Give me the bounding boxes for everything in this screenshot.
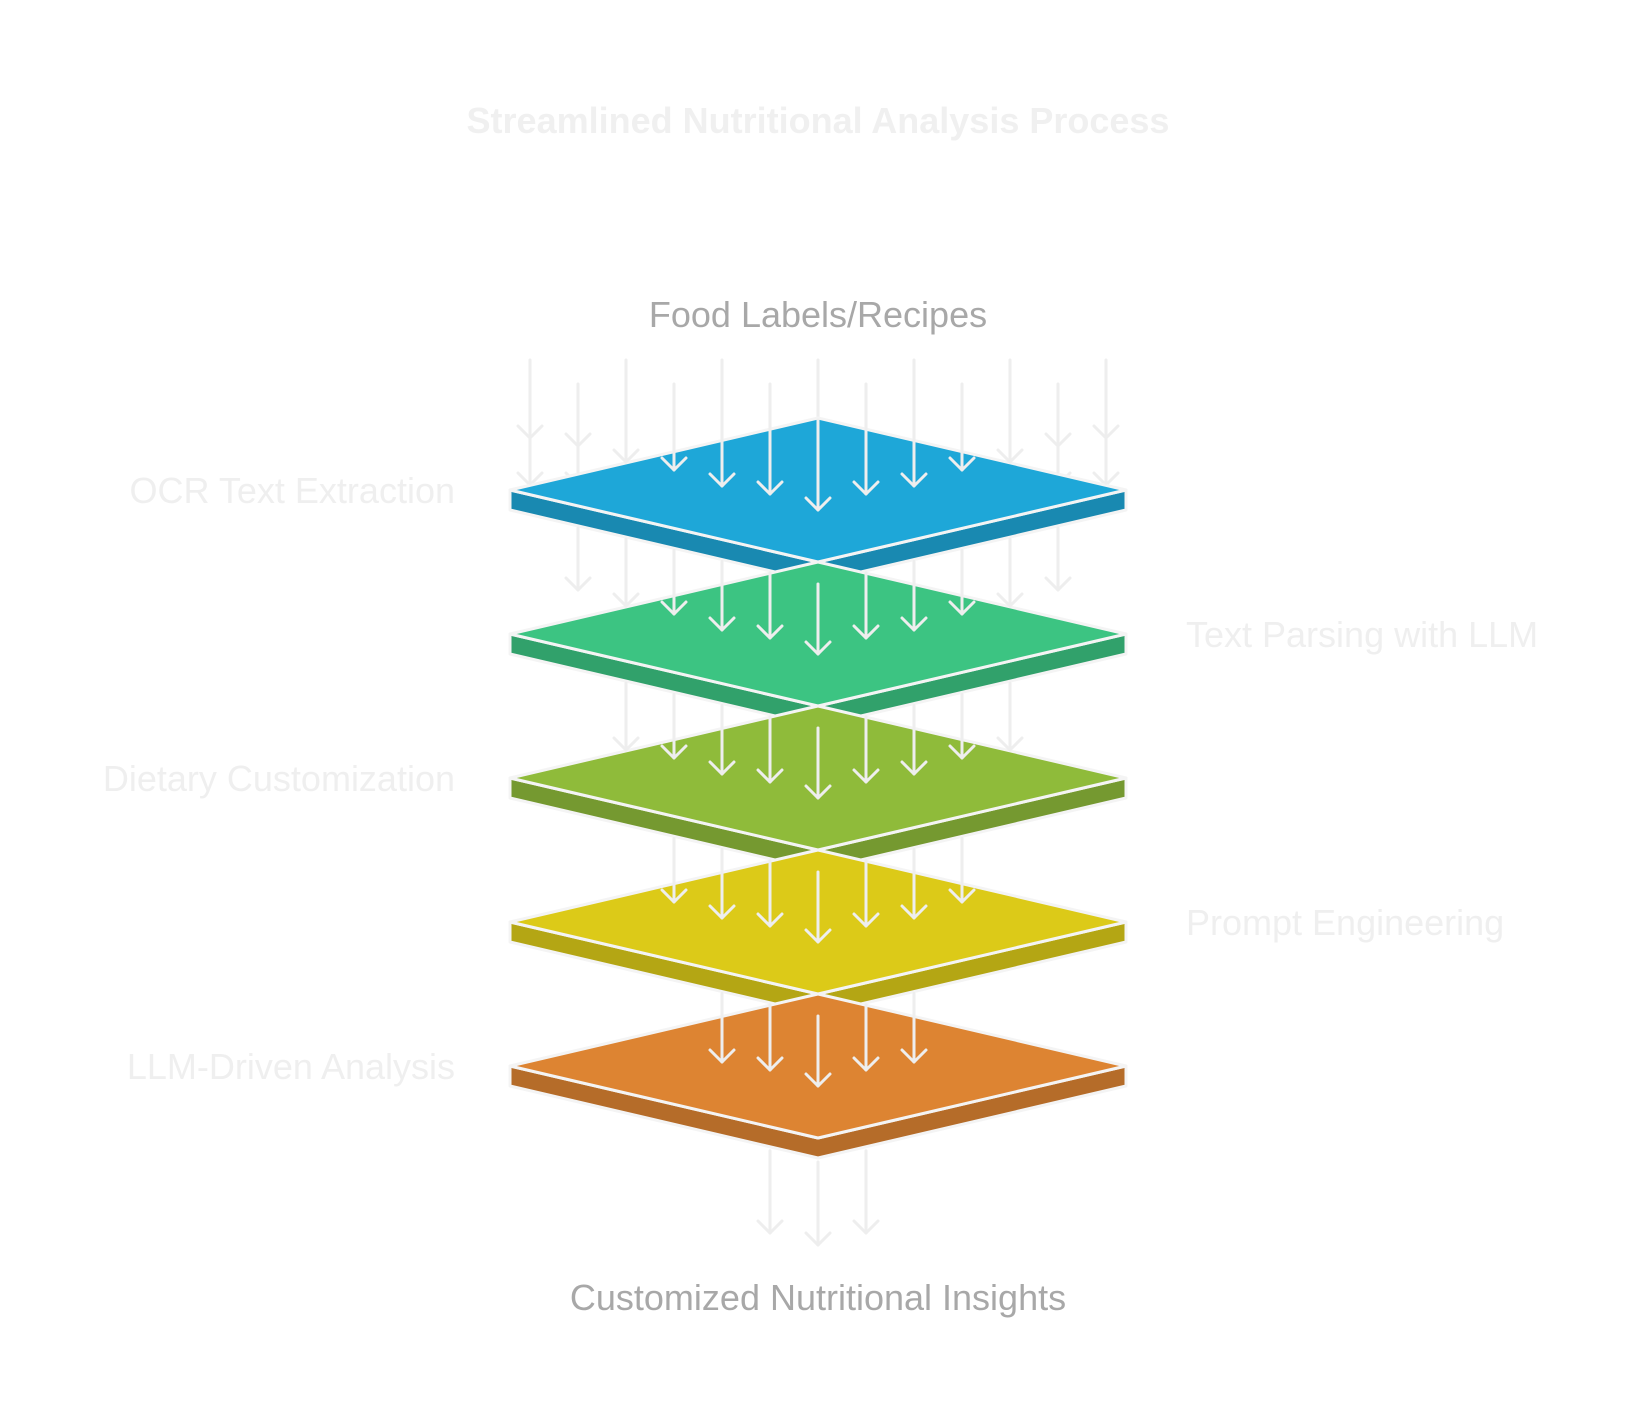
layer-arrow <box>900 436 928 488</box>
layer-arrow <box>660 692 688 760</box>
layer-arrow <box>708 436 736 488</box>
layer-arrow <box>708 992 736 1064</box>
layer-arrow <box>852 859 880 928</box>
input-label: Food Labels/Recipes <box>649 294 987 335</box>
layer-arrow <box>804 870 832 944</box>
layer-arrow <box>852 1003 880 1072</box>
layer-arrow <box>1044 526 1072 592</box>
layer-arrow <box>996 681 1024 752</box>
stage-label: Prompt Engineering <box>1186 902 1504 943</box>
layer-arrow <box>708 560 736 632</box>
layer-arrow <box>852 571 880 640</box>
layer-arrow <box>660 548 688 616</box>
layer-arrow <box>612 448 640 464</box>
outgoing-arrow <box>804 1160 832 1247</box>
layer-arrow <box>804 726 832 800</box>
layer-arrow <box>948 548 976 616</box>
layer-arrow <box>1044 432 1072 474</box>
layer-arrow <box>516 424 544 485</box>
layer-arrow <box>612 537 640 608</box>
stage-label: LLM-Driven Analysis <box>127 1046 455 1087</box>
layer-arrow <box>948 836 976 904</box>
layer-arrow <box>804 1014 832 1088</box>
layer-arrow <box>900 704 928 776</box>
layer-arrow <box>708 848 736 920</box>
layer-arrow <box>804 418 832 512</box>
outgoing-arrow <box>756 1149 784 1235</box>
layer-arrow <box>564 526 592 592</box>
layer-arrow <box>708 704 736 776</box>
layer-arrow <box>900 848 928 920</box>
layer-arrow <box>660 448 688 472</box>
layer-arrow <box>612 681 640 752</box>
layer-arrow <box>756 571 784 640</box>
layer-arrow <box>756 1003 784 1072</box>
layer-arrow <box>1092 424 1120 485</box>
layer-arrow <box>756 425 784 496</box>
layer-arrow <box>948 448 976 472</box>
layer-arrow <box>756 859 784 928</box>
outgoing-arrow <box>852 1149 880 1235</box>
layer-arrow <box>564 432 592 474</box>
layer-arrow <box>660 836 688 904</box>
diagram-title: Streamlined Nutritional Analysis Process <box>467 100 1170 141</box>
layer-arrow <box>900 992 928 1064</box>
layer-arrow <box>948 692 976 760</box>
stage-label: OCR Text Extraction <box>130 470 455 511</box>
layer-arrow <box>900 560 928 632</box>
layer-arrow <box>996 537 1024 608</box>
output-label: Customized Nutritional Insights <box>570 1277 1066 1318</box>
layer-arrow <box>852 425 880 496</box>
stage-label: Dietary Customization <box>103 758 455 799</box>
layer-arrow <box>804 582 832 656</box>
layer-arrow <box>756 715 784 784</box>
stage-label: Text Parsing with LLM <box>1186 614 1538 655</box>
layer-arrow <box>852 715 880 784</box>
layer-arrow <box>996 448 1024 464</box>
